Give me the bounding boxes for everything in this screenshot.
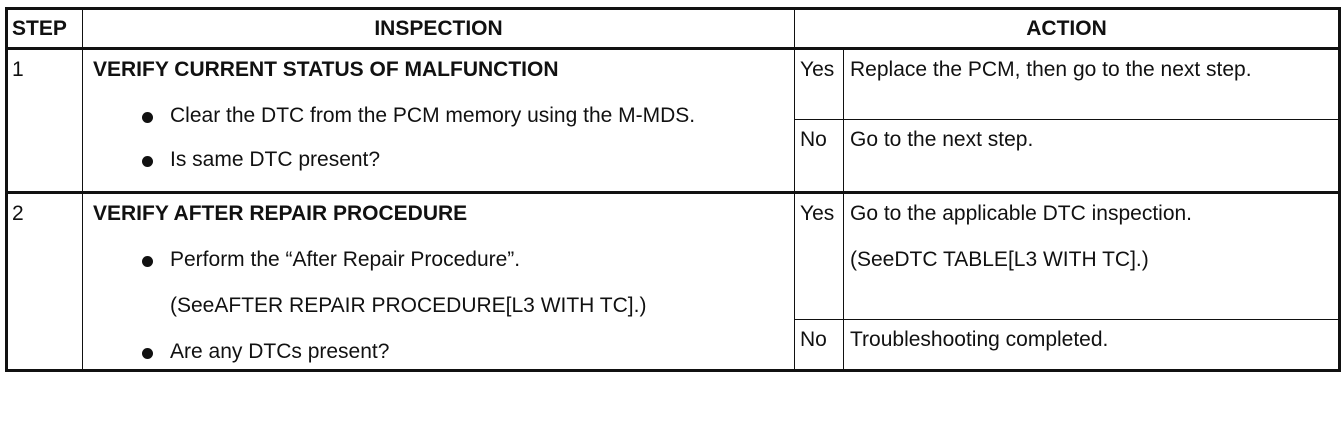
troubleshooting-table-wrapper: STEP INSPECTION ACTION 1 VERIFY CURRENT … [5,7,1341,372]
table-row: 2 VERIFY AFTER REPAIR PROCEDURE Perform … [6,192,1340,371]
header-action: ACTION [794,8,1340,50]
table-row: No Go to the next step. [7,119,1340,194]
inspection-cell: VERIFY AFTER REPAIR PROCEDURE Perform th… [82,192,795,371]
step-number: 1 [6,48,83,194]
bullet-text: Is same DTC present? [170,148,381,171]
yes-action: Replace the PCM, then go to the next ste… [843,48,1340,120]
procedure-reference-link[interactable]: (SeeAFTER REPAIR PROCEDURE[L3 WITH TC].) [170,294,647,317]
bullet-icon [142,256,153,267]
header-step: STEP [6,8,83,50]
list-item: Clear the DTC from the PCM memory using … [93,103,786,129]
bullet-icon [142,112,153,123]
list-item: Is same DTC present? [93,147,786,173]
yes-label: Yes [794,192,844,320]
no-action: Go to the next step. [843,119,1340,194]
yes-action-cell: Go to the applicable DTC inspection. (Se… [843,192,1340,320]
bullet-icon [142,348,153,359]
header-inspection: INSPECTION [82,8,795,50]
table-header-row: STEP INSPECTION ACTION [6,8,1340,50]
bullet-text: Perform the “After Repair Procedure”. [170,248,521,271]
table-row: 1 VERIFY CURRENT STATUS OF MALFUNCTION C… [6,48,1340,194]
inspection-cell: VERIFY CURRENT STATUS OF MALFUNCTION Cle… [82,48,795,194]
yes-action: Go to the applicable DTC inspection. [850,202,1193,225]
troubleshooting-table: STEP INSPECTION ACTION 1 VERIFY CURRENT … [5,7,1341,372]
step-number: 2 [6,192,83,371]
inspection-bullets: Clear the DTC from the PCM memory using … [93,103,786,173]
bullet-icon [142,156,153,167]
table-row: No Troubleshooting completed. [7,319,1340,371]
yes-label: Yes [794,48,844,120]
list-item: Are any DTCs present? [93,339,786,365]
list-item: Perform the “After Repair Procedure”. [93,247,786,273]
inspection-bullets: Are any DTCs present? [93,339,786,365]
no-action: Troubleshooting completed. [843,319,1340,371]
bullet-text: Are any DTCs present? [170,340,390,363]
bullet-text: Clear the DTC from the PCM memory using … [170,104,696,127]
no-label: No [794,119,844,194]
dtc-table-reference-link[interactable]: (SeeDTC TABLE[L3 WITH TC].) [850,248,1149,271]
inspection-bullets: Perform the “After Repair Procedure”. [93,247,786,273]
inspection-title: VERIFY AFTER REPAIR PROCEDURE [93,202,468,225]
no-label: No [794,319,844,371]
inspection-title: VERIFY CURRENT STATUS OF MALFUNCTION [93,58,559,81]
